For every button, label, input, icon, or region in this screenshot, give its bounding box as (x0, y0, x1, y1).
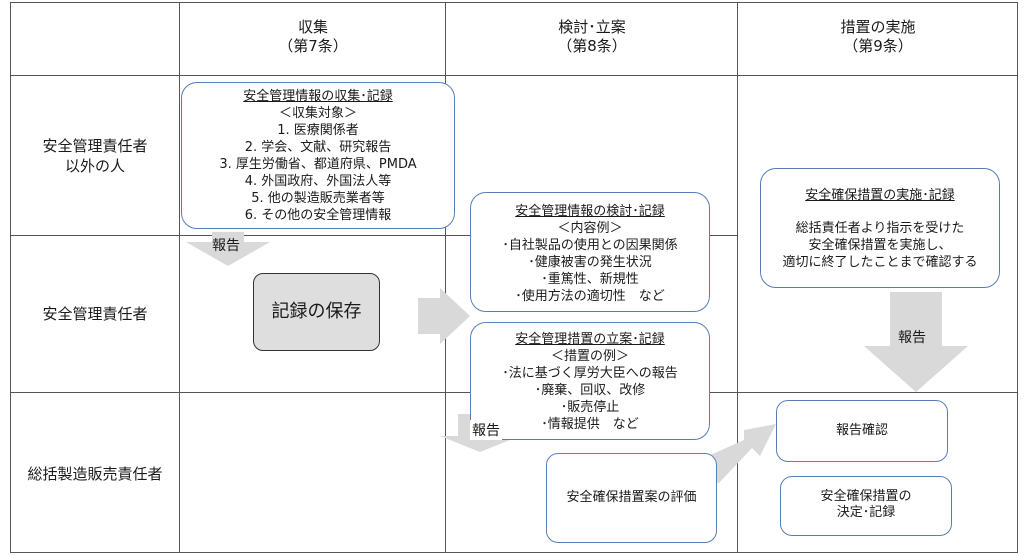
report-confirm-label: 報告確認 (835, 423, 888, 438)
report-label-3: 報告 (898, 330, 926, 346)
safety-decision-line2: 決定･記録 (836, 505, 896, 520)
safety-implement-title: 安全確保措置の実施･記録 (805, 188, 955, 203)
report-label-1: 報告 (212, 238, 240, 254)
safety-implement-line: 適切に終了したことまで確認する (782, 255, 978, 270)
right-arrow-save-to-review (418, 288, 470, 344)
review-info-box: 安全管理情報の検討･記録 ＜内容例＞ ･自社製品の使用との因果関係 ･健康被害の… (470, 192, 710, 312)
safety-plan-evaluation-box: 安全確保措置案の評価 (546, 453, 717, 543)
right-arrow-eval-to-confirm (708, 424, 776, 484)
header-collect-title: 収集 (297, 18, 328, 36)
review-example-heading: ＜内容例＞ (557, 221, 623, 236)
row-label-others-line1: 安全管理責任者 (42, 137, 148, 155)
collect-target-heading: ＜収集対象＞ (278, 106, 357, 121)
row-label-others-line2: 以外の人 (64, 157, 125, 175)
record-storage-label: 記録の保存 (271, 301, 362, 322)
row-label-others: 安全管理責任者 以外の人 (10, 136, 180, 176)
measure-example-heading: ＜措置の例＞ (550, 349, 629, 364)
review-info-title: 安全管理情報の検討･記録 (515, 204, 665, 219)
review-example-item: ･使用方法の適切性 など (515, 289, 665, 304)
measure-example-item: ･廃棄、回収、改修 (534, 383, 646, 398)
safety-plan-evaluation-label: 安全確保措置案の評価 (566, 490, 697, 505)
safety-implement-line: 総括責任者より指示を受けた (795, 221, 965, 236)
grid-line (179, 2, 180, 553)
collect-target-item: 4. 外国政府、外国法人等 (244, 174, 392, 189)
row-label-general-manager: 総括製造販売責任者 (27, 465, 163, 483)
header-review-article: （第8条） (557, 37, 627, 55)
safety-implement-line: 安全確保措置を実施し、 (808, 238, 952, 253)
measure-plan-box: 安全管理措置の立案･記録 ＜措置の例＞ ･法に基づく厚労大臣への報告 ･廃棄、回… (470, 322, 710, 440)
measure-example-item: ･情報提供 など (541, 417, 639, 432)
header-collect-article: （第7条） (278, 37, 348, 55)
measure-plan-title: 安全管理措置の立案･記録 (515, 332, 665, 347)
collect-target-item: 1. 医療関係者 (277, 123, 359, 138)
header-implement-article: （第9条） (843, 37, 913, 55)
header-review: 検討･立案 （第8条） (446, 18, 738, 56)
measure-example-item: ･法に基づく厚労大臣への報告 (502, 366, 678, 381)
safety-decision-line1: 安全確保措置の (820, 489, 912, 504)
review-example-item: ･健康被害の発生状況 (528, 255, 652, 270)
collect-target-item: 5. 他の製造販売業者等 (251, 191, 385, 206)
header-implement: 措置の実施 （第9条） (738, 18, 1018, 56)
measure-example-item: ･販売停止 (560, 400, 620, 415)
collect-info-box: 安全管理情報の収集･記録 ＜収集対象＞ 1. 医療関係者 2. 学会、文献、研究… (181, 82, 455, 229)
collect-target-item: 6. その他の安全管理情報 (244, 208, 392, 223)
header-implement-title: 措置の実施 (840, 18, 916, 36)
collect-target-item: 3. 厚生労働省、都道府県、PMDA (219, 157, 417, 172)
header-review-title: 検討･立案 (558, 18, 626, 36)
down-arrow-report-1 (186, 232, 270, 266)
report-confirm-box: 報告確認 (776, 400, 948, 462)
report-label-2: 報告 (470, 420, 502, 440)
grid-line (10, 2, 11, 553)
grid-line (737, 2, 738, 553)
grid-line (10, 552, 1018, 553)
header-collect: 収集 （第7条） (180, 18, 446, 56)
grid-line (1017, 2, 1018, 553)
safety-decision-box: 安全確保措置の 決定･記録 (780, 476, 952, 536)
grid-line (10, 2, 1018, 3)
grid-line (445, 2, 446, 553)
grid-line (10, 75, 1018, 76)
review-example-item: ･重篤性、新規性 (541, 272, 639, 287)
review-example-item: ･自社製品の使用との因果関係 (502, 238, 678, 253)
collect-info-title: 安全管理情報の収集･記録 (243, 89, 393, 104)
grid-line (10, 235, 737, 236)
record-storage-box: 記録の保存 (253, 273, 380, 351)
row-label-safety-manager: 安全管理責任者 (42, 305, 148, 323)
down-arrow-report-3 (864, 292, 968, 392)
safety-implement-box: 安全確保措置の実施･記録 総括責任者より指示を受けた 安全確保措置を実施し、 適… (760, 168, 1000, 288)
collect-target-item: 2. 学会、文献、研究報告 (244, 140, 392, 155)
